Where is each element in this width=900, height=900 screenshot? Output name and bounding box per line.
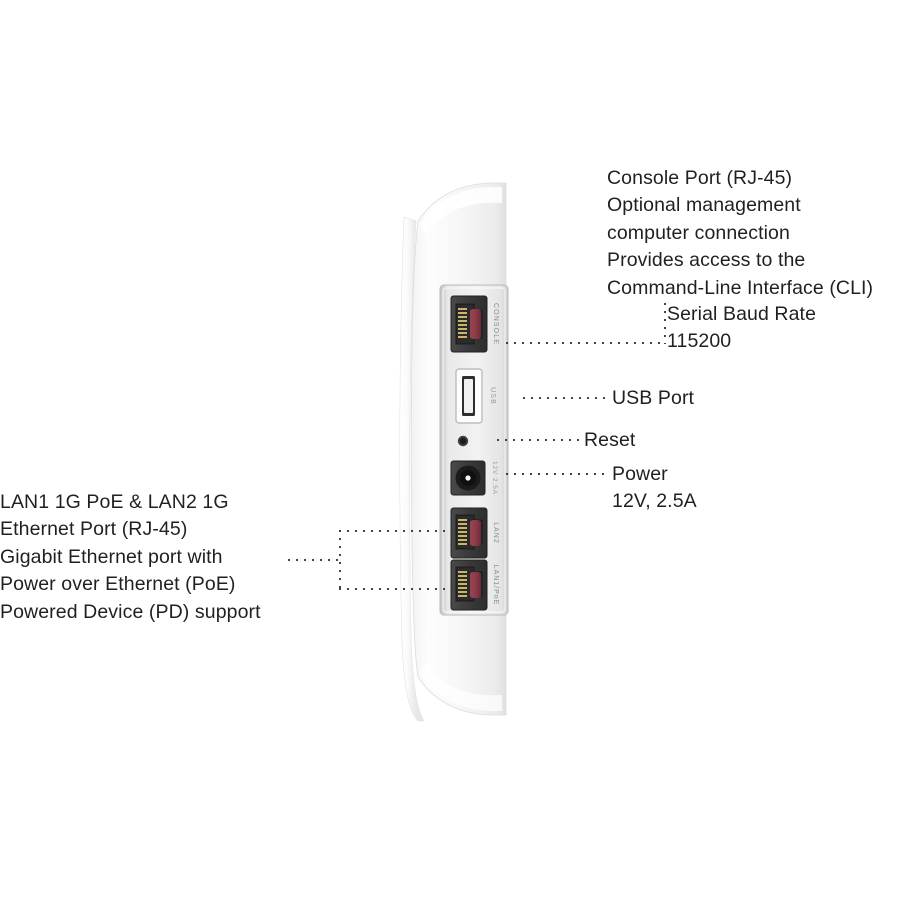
leader-line-usb	[523, 397, 609, 399]
lan1-poe-port-pins	[458, 571, 467, 597]
callout-lan-ports: LAN1 1G PoE & LAN2 1G Ethernet Port (RJ-…	[0, 491, 261, 623]
callout-console-port: Console Port (RJ-45) Optional management…	[607, 167, 874, 299]
leader-line-lan-top	[339, 530, 459, 532]
callout-usb-port: USB Port	[612, 387, 695, 409]
lan2-port[interactable]: LAN2	[450, 507, 499, 559]
lan1-poe-port-label: LAN1/PoE	[492, 565, 499, 606]
power-port-label: 12V 2.5A	[491, 461, 498, 495]
callout-power: Power 12V, 2.5A	[612, 463, 697, 513]
power-port[interactable]: 12V 2.5A	[450, 460, 498, 496]
port-panel-inner-bevel	[442, 287, 506, 613]
usb-port-label: USB	[489, 387, 496, 405]
usb-port-tongue	[464, 379, 473, 413]
device-top-highlight	[420, 187, 502, 235]
lan2-port-label: LAN2	[492, 522, 499, 544]
console-port-interior	[470, 309, 481, 339]
lan2-port-pins	[458, 519, 467, 545]
device-bottom-highlight	[420, 663, 502, 711]
usb-port[interactable]: USB	[455, 368, 496, 424]
leader-line-console-vertical	[664, 303, 666, 344]
reset-pinhole-inner	[459, 437, 467, 445]
console-port-label: CONSOLE	[492, 303, 499, 345]
console-port[interactable]: CONSOLE	[450, 295, 499, 353]
lan1-poe-port[interactable]: LAN1/PoE	[450, 559, 499, 611]
lan1-poe-port-interior	[470, 572, 481, 598]
leader-line-power	[506, 473, 609, 475]
callout-reset: Reset	[584, 429, 636, 451]
power-jack-pin	[465, 475, 471, 481]
console-port-pins	[458, 308, 467, 338]
leader-line-lan-stub	[288, 559, 341, 561]
leader-line-lan-bottom	[339, 588, 459, 590]
reset-button[interactable]	[457, 435, 469, 447]
device-far-edge	[399, 216, 425, 722]
callout-serial-baud-rate: Serial Baud Rate 115200	[667, 303, 817, 353]
lan2-port-interior	[470, 520, 481, 546]
leader-line-reset	[497, 439, 581, 441]
access-point-side-profile: CONSOLE USB 12V 2.5A	[398, 173, 520, 725]
leader-line-console-horizontal	[506, 342, 666, 344]
